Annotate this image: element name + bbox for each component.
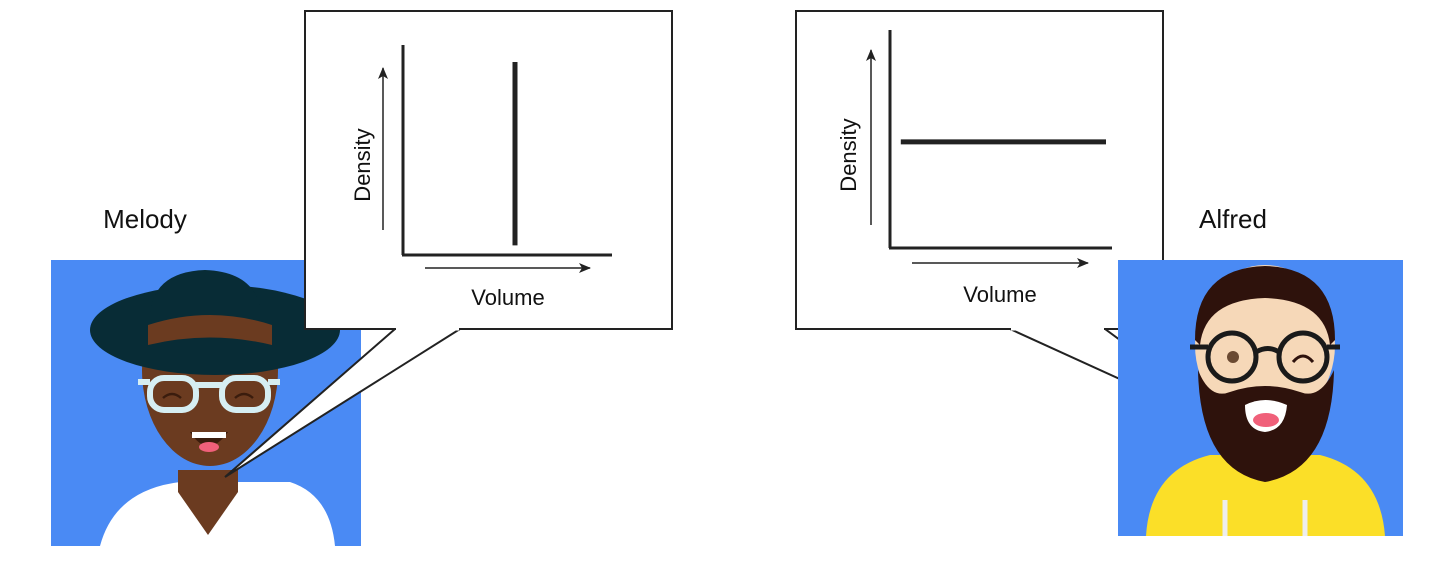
melody-x-label: Volume <box>471 285 544 310</box>
melody-name-label: Melody <box>103 204 187 234</box>
melody-speech-bubble: Density Volume <box>224 10 673 478</box>
melody-y-label: Density <box>350 128 375 201</box>
alfred-x-label: Volume <box>963 282 1036 307</box>
alfred-avatar <box>1118 260 1403 536</box>
alfred-y-label: Density <box>836 118 861 191</box>
alfred-name-label: Alfred <box>1199 204 1267 234</box>
